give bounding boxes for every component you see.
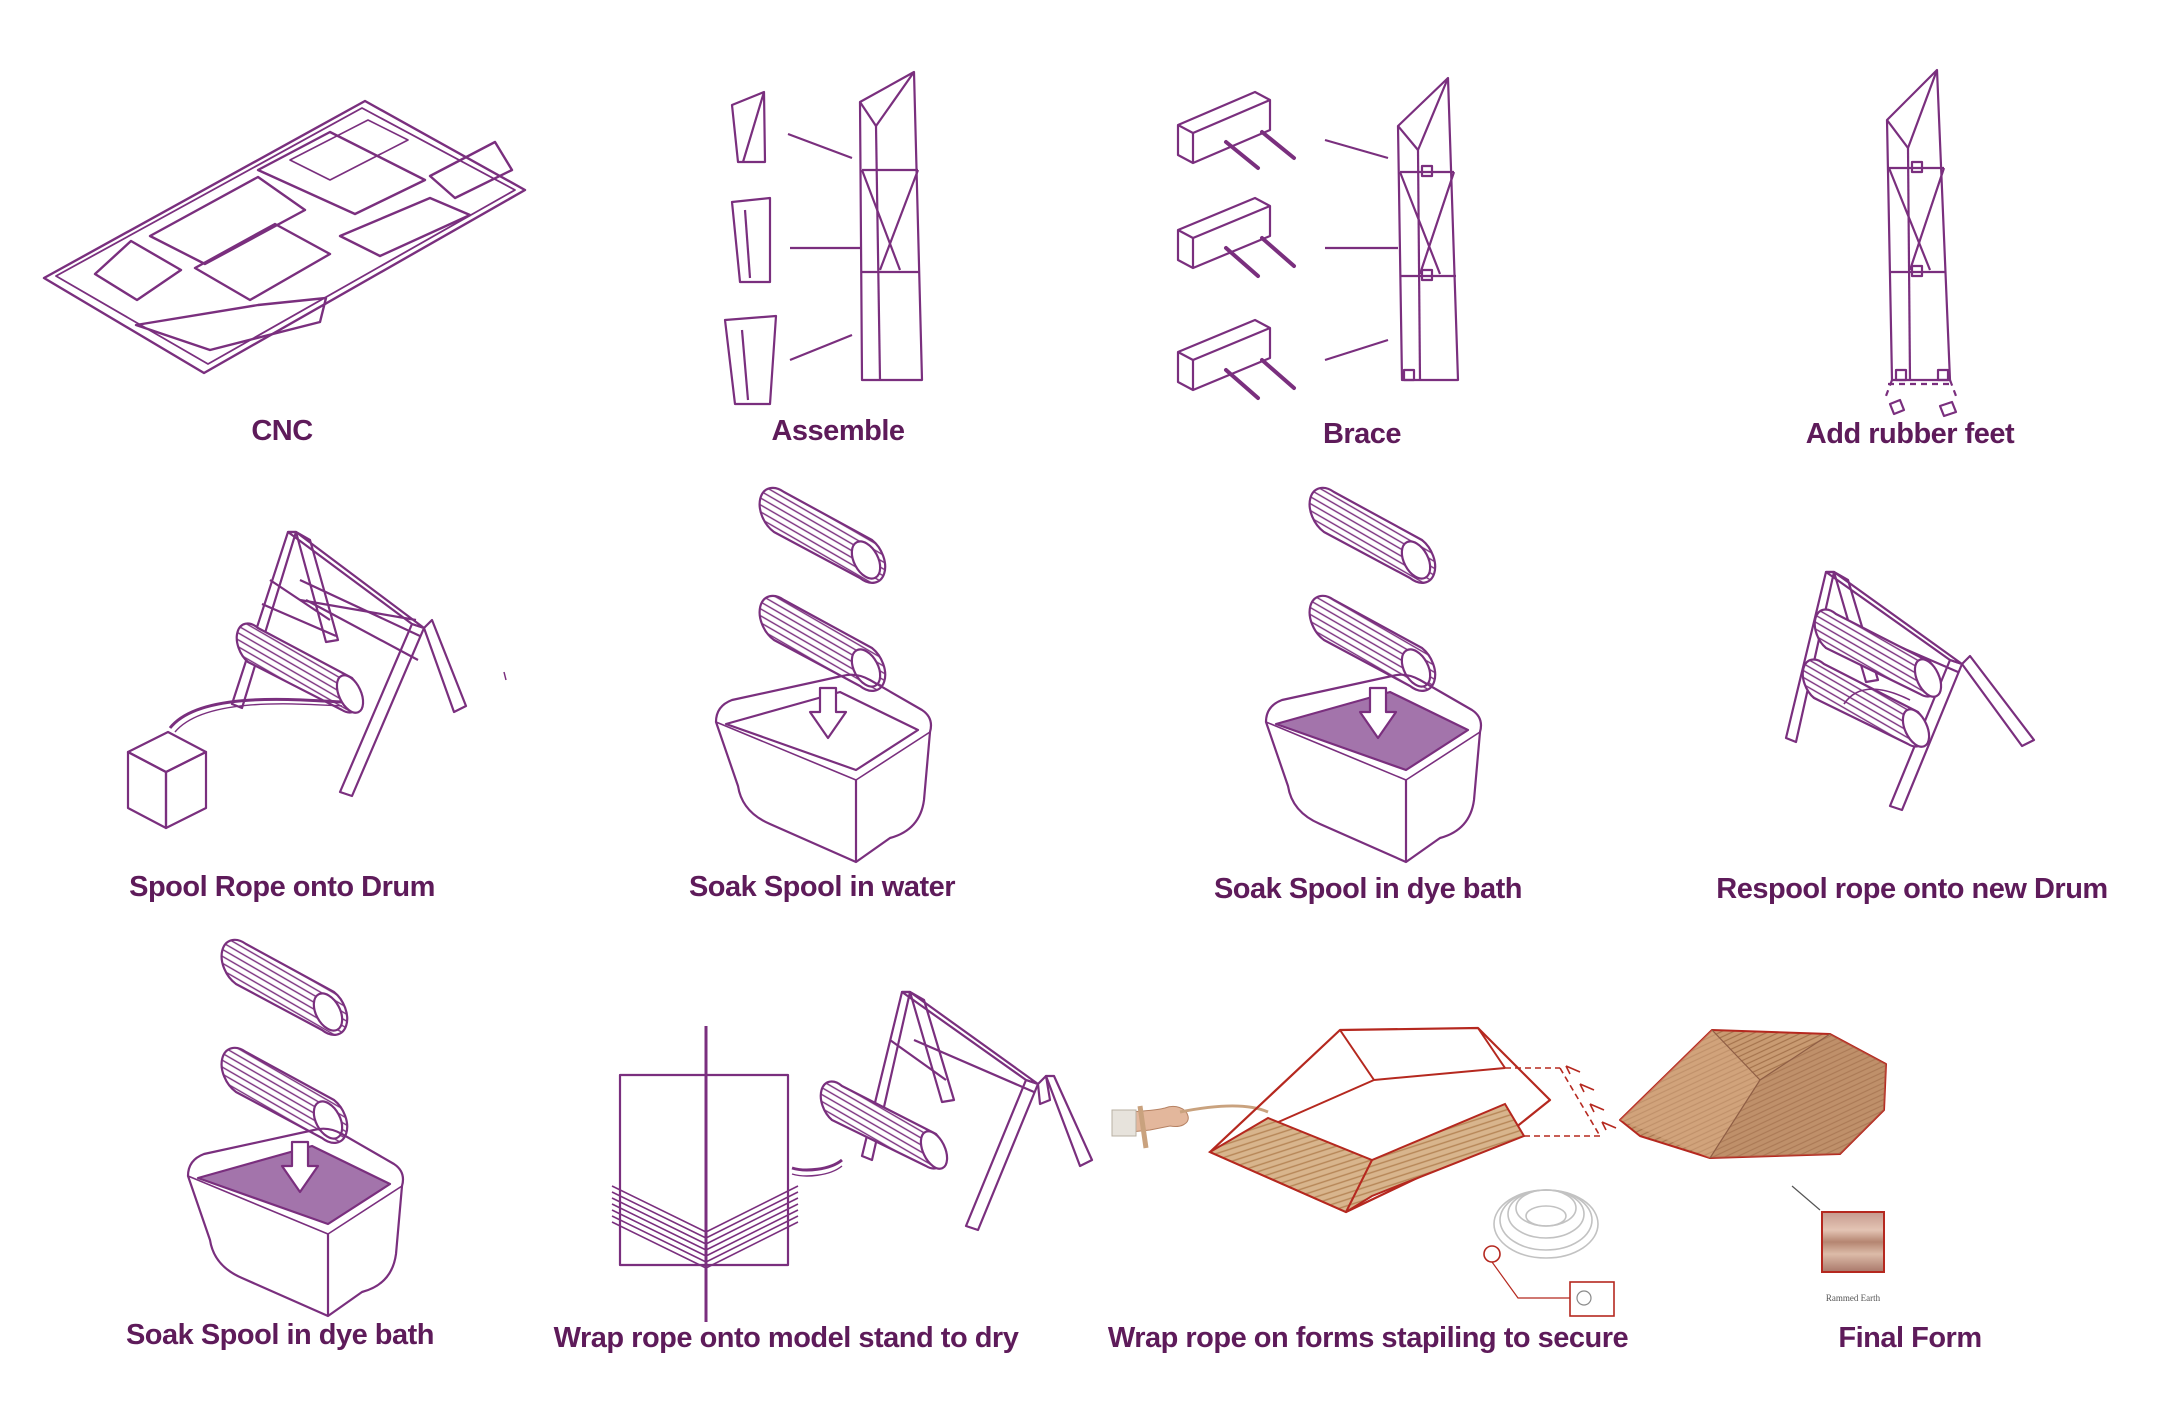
step-label-soak-water: Soak Spool in water [688,871,956,903]
step-label-brace: Brace [1322,418,1402,450]
soak-dye-icon-2 [186,938,405,1318]
step-label-wrap-stand: Wrap rope onto model stand to dry [553,1322,1019,1354]
step-label-assemble: Assemble [771,415,905,447]
brace-tower-icon [1176,76,1460,400]
assemble-tower-icon [723,70,924,406]
step-label-spool-rope: Spool Rope onto Drum [129,871,435,903]
wrap-forms-icon [1111,1026,1617,1317]
cnc-sheet-icon [42,99,527,375]
step-label-respool: Respool rope onto new Drum [1716,873,2108,905]
final-form-icon [1619,1029,1887,1273]
model-stand-dry-icon [611,990,1094,1322]
step-label-rubber-feet: Add rubber feet [1805,418,2015,450]
step-label-wrap-forms: Wrap rope on forms stapiling to secure [1107,1322,1629,1354]
soak-dye-icon [1264,486,1483,864]
step-label-final-form: Final Form [1838,1322,1982,1354]
step-label-soak-dye: Soak Spool in dye bath [1213,873,1523,905]
rubber-feet-tower-icon [1884,68,1958,418]
spool-drum-stand-icon [126,530,507,830]
step-label-soak-dye-2: Soak Spool in dye bath [125,1319,435,1351]
soak-water-icon [714,486,933,864]
step-label-cnc: CNC [251,415,313,447]
swatch-label: Rammed Earth [1825,1293,1881,1303]
respool-drum-stand-icon [1784,570,2036,812]
